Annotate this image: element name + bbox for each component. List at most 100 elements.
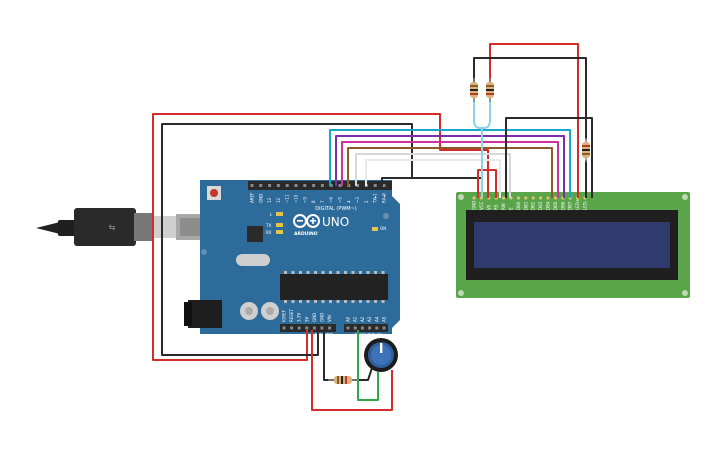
analog-pin-hole[interactable] (360, 326, 364, 330)
digital-pin-label: 13 (267, 197, 272, 203)
digital-pin-label: RX◂0 (382, 192, 387, 203)
power-jack[interactable] (188, 300, 222, 328)
analog-pin-hole[interactable] (382, 326, 386, 330)
lcd-pin-hole[interactable] (516, 196, 521, 200)
digital-pin-hole[interactable] (276, 184, 280, 187)
digital-pin-hole[interactable] (382, 184, 386, 187)
wire-data-blue[interactable] (329, 129, 571, 198)
digital-pin-hole[interactable] (312, 184, 316, 187)
analog-pin-label: A5 (382, 316, 387, 322)
resistor-2[interactable] (486, 78, 494, 102)
power-pin-label: GND (312, 313, 317, 322)
digital-pin-hole[interactable] (373, 184, 377, 187)
l-led-label: L (270, 212, 273, 217)
analog-pin-label: A3 (367, 316, 372, 322)
digital-pin-label: ~5 (338, 197, 343, 203)
digital-pin-label: ~11 (285, 194, 290, 203)
digital-pin-hole[interactable] (303, 184, 307, 187)
usb-symbol-icon: ⇆ (109, 223, 116, 232)
lcd-pin-label: RW (501, 203, 506, 210)
power-pin-label: 5V (304, 316, 309, 322)
wire-data-purple[interactable] (335, 135, 565, 198)
brand-label: ARDUINO (294, 231, 318, 237)
power-pin-hole[interactable] (282, 326, 286, 330)
power-pin-hole[interactable] (297, 326, 301, 330)
lcd-pin-hole[interactable] (546, 196, 550, 200)
digital-pin-label: 2 (364, 200, 369, 203)
digital-pin-hole[interactable] (338, 184, 342, 187)
wire-gnd-black[interactable] (161, 123, 483, 356)
power-pin-hole[interactable] (290, 326, 294, 330)
power-pin-hole[interactable] (312, 326, 316, 330)
wire-data-white[interactable] (365, 159, 501, 198)
usb-chip (247, 226, 263, 242)
analog-in-label: ANALOG IN (354, 333, 382, 339)
digital-header-label: DIGITAL (PWM~) (315, 206, 357, 212)
resistor-3[interactable] (582, 138, 590, 162)
analog-pin-hole[interactable] (368, 326, 372, 330)
analog-pin-label: A1 (353, 316, 358, 322)
digital-pin-hole[interactable] (285, 184, 289, 187)
digital-pin-label: 4 (346, 200, 351, 203)
wire-5v-red[interactable] (152, 113, 489, 361)
analog-header[interactable] (344, 324, 388, 332)
tx-led-label: TX (265, 223, 271, 228)
wires (152, 43, 593, 411)
lcd-screen (474, 222, 670, 268)
model-label: UNO (322, 215, 349, 229)
digital-pin-hole[interactable] (259, 184, 263, 187)
digital-header[interactable] (248, 181, 392, 190)
digital-pin-hole[interactable] (268, 184, 272, 187)
lcd-pin-label: GND (472, 201, 477, 210)
potentiometer-knob-indicator (380, 343, 383, 353)
power-pin-hole[interactable] (328, 326, 332, 330)
wire-pot-green[interactable] (357, 330, 379, 401)
analog-pin-hole[interactable] (346, 326, 350, 330)
lcd-pin-hole[interactable] (539, 196, 543, 200)
digital-pin-label: 7 (320, 200, 325, 203)
usb-cable[interactable]: ⇆ (36, 208, 206, 246)
resistor-4[interactable] (328, 376, 358, 384)
digital-pin-hole[interactable] (329, 184, 333, 187)
wire-data-brown[interactable] (347, 147, 553, 198)
digital-pin-hole[interactable] (250, 184, 254, 187)
wire-data-gray[interactable] (355, 153, 511, 198)
digital-pin-label: ~9 (302, 197, 307, 203)
lcd-pin-label: DB0 (516, 201, 521, 210)
digital-pin-hole[interactable] (320, 184, 324, 187)
wire-led-red[interactable] (489, 43, 579, 198)
digital-pin-hole[interactable] (356, 184, 360, 187)
digital-pin-label: ~10 (294, 194, 299, 203)
lcd-pin-hole[interactable] (531, 196, 535, 200)
power-pin-hole[interactable] (305, 326, 309, 330)
lcd-pin-label: DB3 (538, 201, 543, 210)
lcd-pin-label: DB4 (546, 201, 551, 210)
lcd-pin-label: VCC (479, 201, 484, 210)
lcd-pin-hole[interactable] (472, 196, 476, 200)
lcd-pin-label: V0 (486, 204, 491, 210)
rx-led-label: RX (266, 230, 272, 235)
digital-pin-hole[interactable] (294, 184, 298, 187)
resistor-1[interactable] (470, 78, 478, 102)
analog-pin-hole[interactable] (375, 326, 379, 330)
digital-pin-label: ~3 (355, 197, 360, 203)
potentiometer[interactable] (364, 338, 398, 372)
power-pin-label: IOREF (282, 309, 287, 322)
lcd-pin-hole[interactable] (524, 196, 528, 200)
power-pin-label: VIN (327, 315, 332, 322)
power-pin-label: GND (320, 313, 325, 322)
lcd-pin-hole[interactable] (502, 196, 506, 200)
lcd-pin-hole[interactable] (553, 196, 558, 200)
wire-data-magenta[interactable] (341, 141, 559, 198)
analog-pin-hole[interactable] (353, 326, 357, 330)
lcd-pin-label: DB5 (553, 201, 558, 210)
power-pin-hole[interactable] (320, 326, 324, 330)
analog-pin-label: A2 (360, 316, 365, 322)
lcd-pin-label: DB7 (568, 201, 573, 210)
power-pin-label: 3.3V (297, 313, 302, 322)
